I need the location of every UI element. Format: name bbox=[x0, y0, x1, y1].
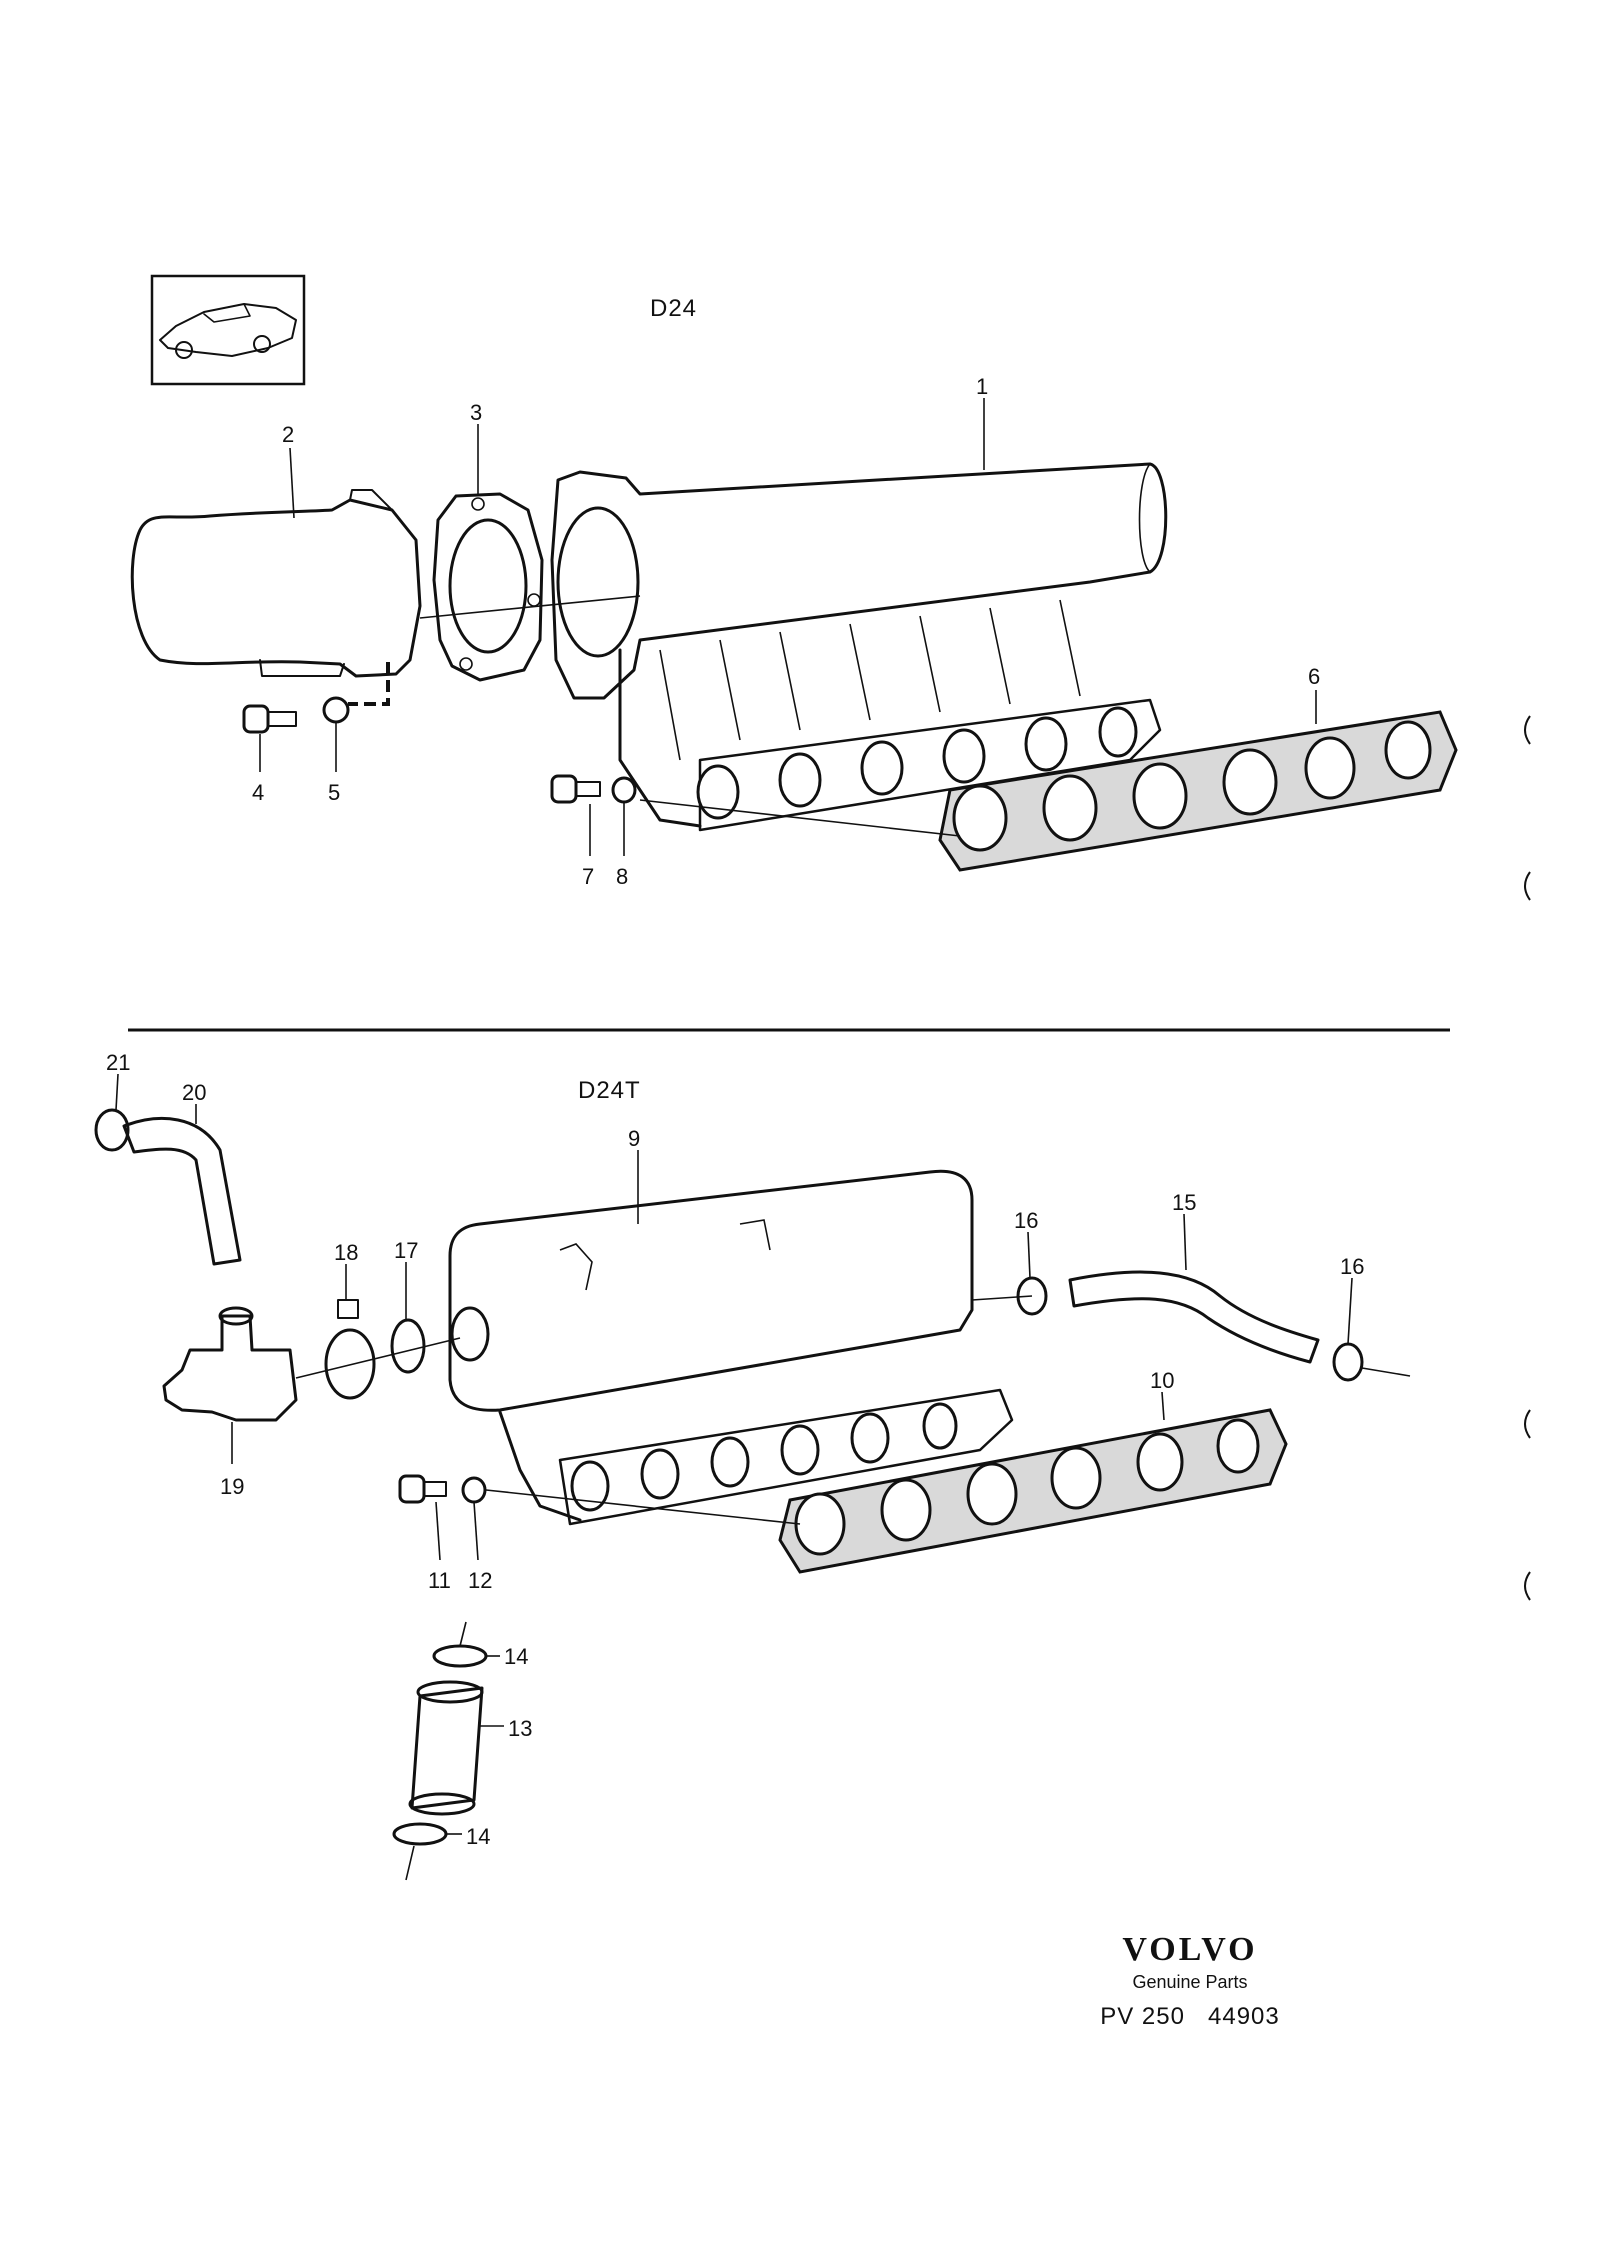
margin-marks bbox=[1524, 715, 1531, 1601]
callout-18: 18 bbox=[334, 1240, 358, 1265]
hose-clamp-part-21 bbox=[94, 1108, 130, 1152]
manifold-gasket-part-10 bbox=[778, 1408, 1288, 1574]
manifold-port-holes bbox=[570, 1402, 958, 1512]
alignment-dashed-line bbox=[348, 662, 390, 706]
section-label-d24t: D24T bbox=[578, 1077, 641, 1104]
volvo-logo: VOLVO bbox=[1122, 1931, 1258, 1968]
hose-part-15 bbox=[1068, 1270, 1320, 1364]
callout-5: 5 bbox=[328, 780, 340, 805]
callout-4: 4 bbox=[252, 780, 264, 805]
callout-7: 7 bbox=[582, 864, 594, 889]
callout-13: 13 bbox=[508, 1716, 532, 1741]
washer-part-12 bbox=[461, 1476, 487, 1504]
manifold-gasket-part-6 bbox=[938, 710, 1458, 872]
hose-part-20 bbox=[122, 1116, 242, 1266]
alignment-line bbox=[639, 799, 961, 837]
callout-20: 20 bbox=[182, 1080, 206, 1105]
bolt-part-4 bbox=[242, 704, 297, 734]
intake-manifold-part-9 bbox=[448, 1169, 1014, 1526]
callout-19: 19 bbox=[220, 1474, 244, 1499]
clamp-part-18 bbox=[324, 1299, 376, 1400]
callout-15: 15 bbox=[1172, 1190, 1196, 1215]
alignment-lines bbox=[295, 1295, 1411, 1881]
callout-8: 8 bbox=[616, 864, 628, 889]
hose-clamp-part-16b bbox=[1332, 1342, 1364, 1382]
callout-3: 3 bbox=[470, 400, 482, 425]
callout-16-right: 16 bbox=[1340, 1254, 1364, 1279]
callout-16-left: 16 bbox=[1014, 1208, 1038, 1233]
callout-21: 21 bbox=[106, 1050, 130, 1075]
brand-tagline: Genuine Parts bbox=[1132, 1972, 1248, 1992]
callout-14-top: 14 bbox=[504, 1644, 528, 1669]
brand-block: VOLVO Genuine Parts PV 250 44903 bbox=[1050, 1932, 1330, 2031]
o-ring-part-14-bottom bbox=[392, 1822, 448, 1846]
callout-12: 12 bbox=[468, 1568, 492, 1593]
o-ring-part-17 bbox=[390, 1318, 426, 1374]
sleeve-part-13 bbox=[408, 1680, 484, 1816]
valve-part-19 bbox=[162, 1306, 298, 1422]
reference-number: 44903 bbox=[1208, 2003, 1280, 2030]
callout-6: 6 bbox=[1308, 664, 1320, 689]
callout-14-bottom: 14 bbox=[466, 1824, 490, 1849]
callout-1: 1 bbox=[976, 374, 988, 399]
intake-manifold-part-1 bbox=[550, 462, 1168, 832]
alignment-line bbox=[419, 595, 641, 619]
o-ring-part-14-top bbox=[432, 1644, 488, 1668]
manifold-port-holes bbox=[696, 706, 1138, 820]
reference-prefix: PV 250 bbox=[1100, 2003, 1185, 2030]
car-thumbnail-icon bbox=[150, 274, 306, 386]
callout-2: 2 bbox=[282, 422, 294, 447]
bolt-part-7 bbox=[550, 774, 601, 804]
hose-clamp-part-16 bbox=[1016, 1276, 1048, 1316]
callout-10: 10 bbox=[1150, 1368, 1174, 1393]
washer-part-8 bbox=[611, 776, 637, 804]
section-label-d24: D24 bbox=[650, 295, 697, 322]
callout-9: 9 bbox=[628, 1126, 640, 1151]
bolt-part-11 bbox=[398, 1474, 447, 1504]
callout-17: 17 bbox=[394, 1238, 418, 1263]
intake-elbow-part-2 bbox=[130, 489, 422, 678]
washer-part-5 bbox=[322, 696, 350, 724]
reference-code: PV 250 44903 bbox=[1050, 2003, 1330, 2031]
callout-11: 11 bbox=[428, 1568, 451, 1593]
flange-gasket-part-3 bbox=[432, 492, 544, 682]
